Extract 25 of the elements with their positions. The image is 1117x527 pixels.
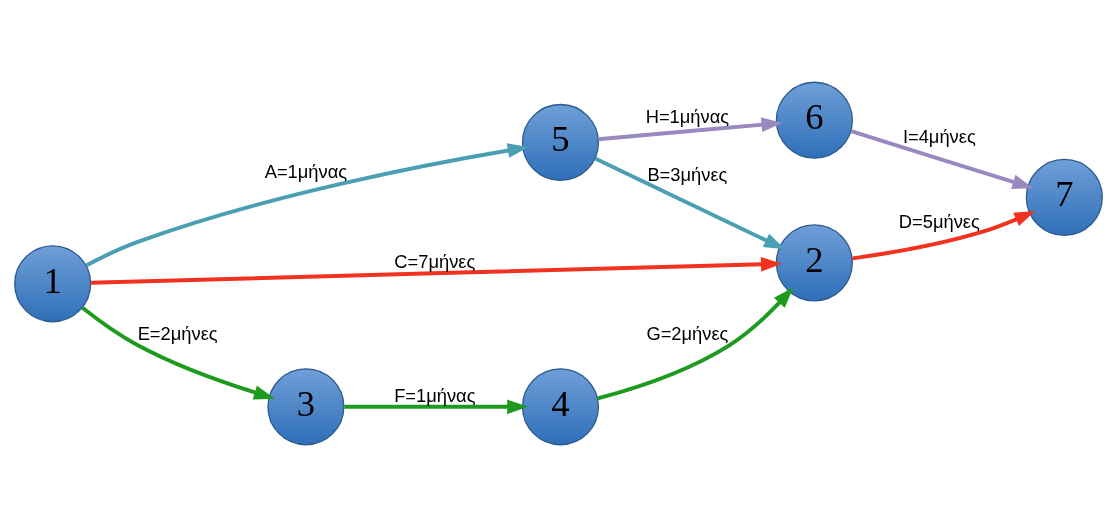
- edge-label: C=7μήνες: [394, 251, 476, 273]
- edge-label: A=1μήνας: [264, 161, 348, 183]
- node-circle: 4: [521, 368, 600, 446]
- arrow: [91, 256, 782, 285]
- node-circle: 2: [775, 224, 853, 302]
- edge-label: F=1μήνας: [394, 384, 476, 406]
- arrow: [850, 129, 1034, 189]
- node-circle: 7: [1025, 158, 1103, 236]
- arrow: [852, 211, 1036, 261]
- edge-label: B=3μήνες: [647, 163, 728, 185]
- edge-label: D=5μήνες: [898, 210, 980, 232]
- edge-label: E=2μήνες: [137, 323, 218, 345]
- arrow: [597, 287, 794, 401]
- edge-label: I=4μήνες: [902, 125, 976, 147]
- node-circle: 3: [267, 368, 345, 446]
- node-circle: 5: [521, 103, 600, 182]
- node-circle: 1: [14, 245, 92, 323]
- arrow: [344, 399, 529, 415]
- arrow: [594, 156, 785, 250]
- arrow: [85, 143, 529, 268]
- edge-label: G=2μήνες: [646, 323, 729, 345]
- edge-label: H=1μήνας: [645, 106, 730, 128]
- arrow: [81, 306, 275, 400]
- arrow: [598, 117, 783, 142]
- node-circle: 6: [775, 81, 853, 159]
